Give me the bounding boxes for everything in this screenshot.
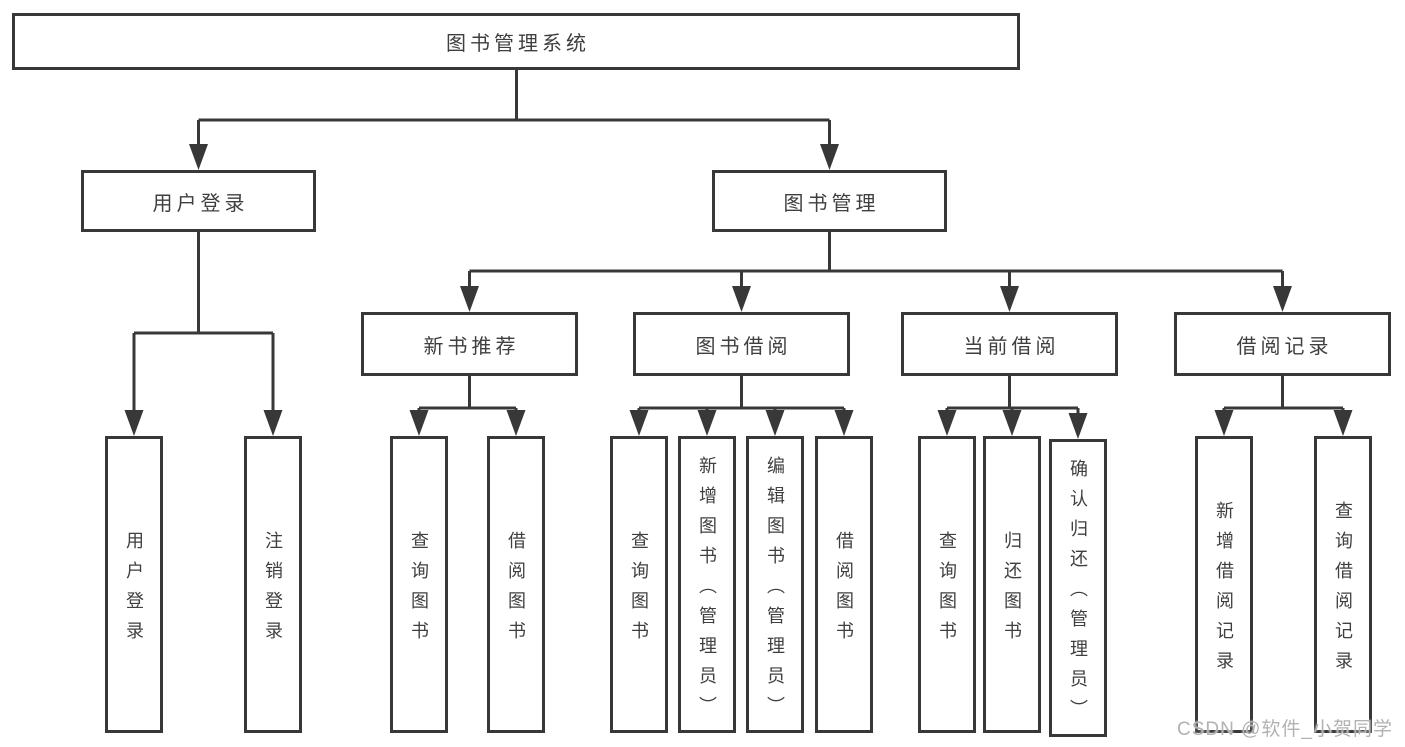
node-root-label: 图书管理系统 <box>446 33 590 55</box>
leaf-add-book-admin-label: 新增图书（管理员） <box>697 455 717 726</box>
leaf-confirm-return-admin: 确认归还（管理员） <box>1049 439 1107 737</box>
leaf-logout-label: 注销登录 <box>263 530 283 651</box>
node-new-book-recommend: 新书推荐 <box>361 312 578 376</box>
leaf-query-books-current: 查询图书 <box>918 436 976 733</box>
leaf-user-login-label: 用户登录 <box>124 530 144 651</box>
node-book-management: 图书管理 <box>712 170 947 232</box>
leaf-query-books-recommend-label: 查询图书 <box>409 530 429 651</box>
leaf-borrow-books-borrowing-label: 借阅图书 <box>834 530 854 651</box>
leaf-query-borrow-record: 查询借阅记录 <box>1314 436 1372 733</box>
watermark: CSDN @软件_小贺同学 <box>1177 719 1393 740</box>
leaf-query-books-recommend: 查询图书 <box>390 436 448 733</box>
leaf-query-books-current-label: 查询图书 <box>937 530 957 651</box>
node-user-login: 用户登录 <box>81 170 316 232</box>
node-borrowing-records-label: 借阅记录 <box>1236 335 1333 358</box>
node-new-book-recommend-label: 新书推荐 <box>423 335 520 358</box>
leaf-user-login: 用户登录 <box>105 436 163 733</box>
node-book-borrowing-label: 图书借阅 <box>695 335 792 358</box>
node-borrowing-records: 借阅记录 <box>1174 312 1391 376</box>
leaf-query-books-borrowing: 查询图书 <box>610 436 668 733</box>
leaf-query-borrow-record-label: 查询借阅记录 <box>1333 500 1353 681</box>
node-root: 图书管理系统 <box>12 13 1020 70</box>
leaf-borrow-books-recommend-label: 借阅图书 <box>506 530 526 651</box>
node-user-login-label: 用户登录 <box>152 192 249 215</box>
node-current-borrowing: 当前借阅 <box>901 312 1118 376</box>
node-book-management-label: 图书管理 <box>783 192 880 215</box>
leaf-edit-book-admin: 编辑图书（管理员） <box>746 436 804 733</box>
leaf-confirm-return-admin-label: 确认归还（管理员） <box>1068 459 1088 729</box>
leaf-return-book-label: 归还图书 <box>1002 530 1022 651</box>
leaf-add-borrow-record: 新增借阅记录 <box>1195 436 1253 733</box>
leaf-logout: 注销登录 <box>244 436 302 733</box>
node-current-borrowing-label: 当前借阅 <box>963 335 1060 358</box>
leaf-borrow-books-recommend: 借阅图书 <box>487 436 545 733</box>
leaf-add-borrow-record-label: 新增借阅记录 <box>1214 500 1234 681</box>
leaf-query-books-borrowing-label: 查询图书 <box>629 530 649 651</box>
leaf-borrow-books-borrowing: 借阅图书 <box>815 436 873 733</box>
leaf-return-book: 归还图书 <box>983 436 1041 733</box>
node-book-borrowing: 图书借阅 <box>633 312 850 376</box>
leaf-edit-book-admin-label: 编辑图书（管理员） <box>765 455 785 726</box>
leaf-add-book-admin: 新增图书（管理员） <box>678 436 736 733</box>
